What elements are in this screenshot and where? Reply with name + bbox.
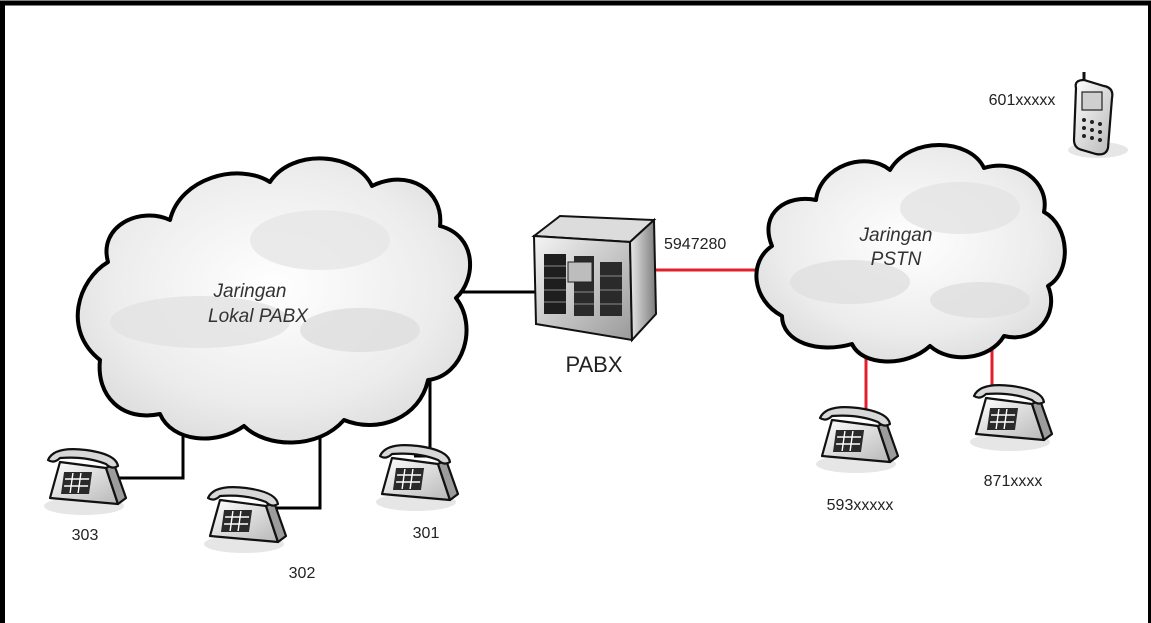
pabx-server: PABX 5947280 bbox=[531, 214, 726, 377]
phone-303-icon bbox=[42, 448, 128, 517]
pstn-cloud-label-2: PSTN bbox=[871, 249, 922, 270]
local-network-cloud: Jaringan Lokal PABX bbox=[75, 156, 473, 445]
local-cloud-label-1: Jaringan bbox=[213, 281, 287, 302]
link-to-302 bbox=[270, 420, 322, 510]
link-to-303 bbox=[118, 420, 185, 480]
pabx-trunk-number: 5947280 bbox=[664, 236, 726, 253]
phone-301-icon bbox=[374, 444, 460, 513]
phone-593-icon bbox=[814, 406, 900, 475]
phone-302-icon bbox=[202, 486, 288, 555]
phone-301-label: 301 bbox=[413, 525, 440, 542]
mobile-phone-label: 601xxxxx bbox=[989, 92, 1056, 109]
local-cloud-label-2: Lokal PABX bbox=[208, 306, 309, 327]
mobile-phone-icon bbox=[1068, 72, 1128, 158]
phone-302-label: 302 bbox=[289, 565, 316, 582]
pstn-network-cloud: Jaringan PSTN bbox=[754, 143, 1067, 364]
phone-593-label: 593xxxxx bbox=[827, 497, 894, 514]
pstn-cloud-label-1: Jaringan bbox=[859, 225, 933, 246]
phone-871-icon bbox=[968, 384, 1054, 453]
pabx-label: PABX bbox=[565, 352, 622, 377]
phone-303-label: 303 bbox=[72, 527, 99, 544]
phone-871-label: 871xxxx bbox=[984, 473, 1043, 490]
